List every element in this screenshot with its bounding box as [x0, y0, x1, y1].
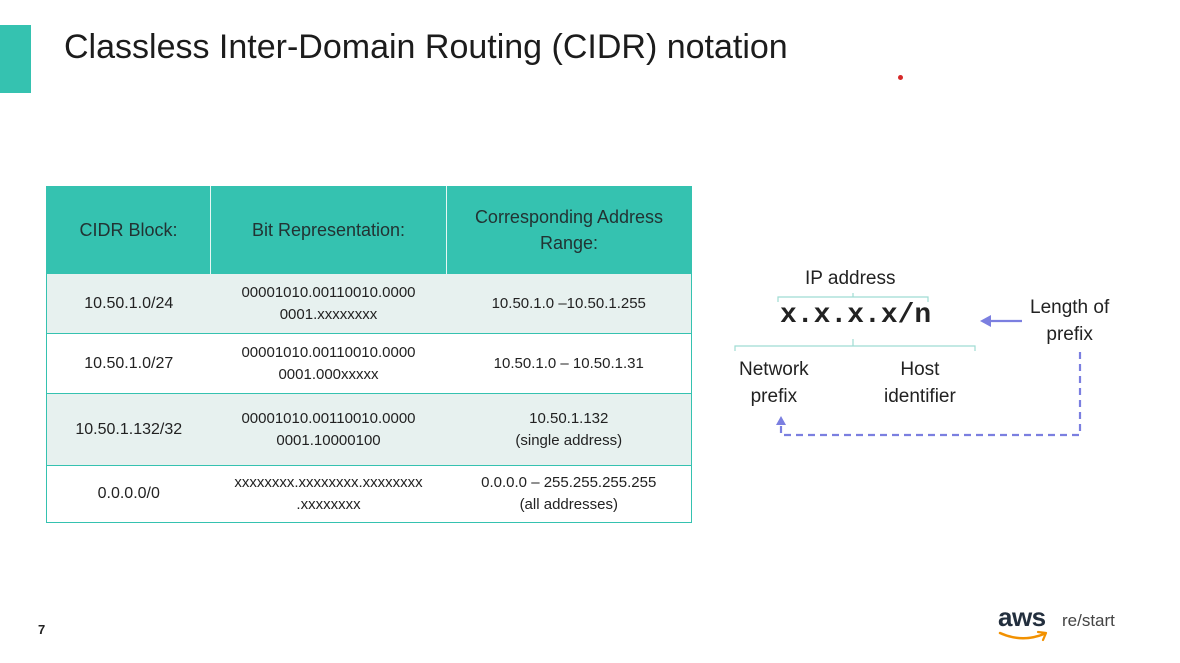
bit-representation-cell: 00001010.00110010.0000 0001.000xxxxx: [210, 333, 447, 394]
cidr-block-cell: 10.50.1.0/27: [46, 333, 211, 394]
length-arrow-head: [980, 315, 991, 327]
address-range-cell: 10.50.1.0 –10.50.1.255: [446, 273, 692, 334]
cidr-block-cell: 0.0.0.0/0: [46, 465, 211, 523]
range-line: 0.0.0.0 – 255.255.255.255: [481, 474, 657, 491]
range-line: 10.50.1.0 –10.50.1.255: [491, 294, 646, 312]
table-header-row: CIDR Block: Bit Representation: Correspo…: [46, 186, 692, 274]
aws-smile-icon: [998, 630, 1048, 642]
length-label-line: prefix: [1046, 324, 1093, 345]
bits-line: 0001.xxxxxxxx: [279, 305, 378, 323]
table-row: 10.50.1.0/24 00001010.00110010.0000 0001.…: [46, 273, 692, 334]
host-label-line: identifier: [884, 386, 956, 407]
diagram-lines: [734, 293, 1082, 437]
slide-title: Classless Inter-Domain Routing (CIDR) no…: [64, 28, 788, 66]
host-label-line: Host: [900, 359, 940, 380]
range-line: (single address): [515, 431, 623, 449]
table-row: 0.0.0.0/0 xxxxxxxx.xxxxxxxx.xxxxxxxx .xxx…: [46, 465, 692, 523]
bits-line: 00001010.00110010.0000: [241, 409, 416, 427]
laser-pointer-dot: [898, 75, 903, 80]
cidr-notation-text: x.x.x.x/n: [780, 300, 932, 331]
aws-wordmark: aws: [998, 602, 1046, 632]
cidr-block-cell: 10.50.1.132/32: [46, 393, 211, 466]
header-address-range: Corresponding Address Range:: [446, 186, 692, 274]
bit-representation-cell: xxxxxxxx.xxxxxxxx.xxxxxxxx .xxxxxxxx: [210, 465, 447, 523]
page-number: 7: [38, 622, 46, 637]
accent-bar: [0, 25, 31, 93]
network-prefix-label: Network prefix: [739, 356, 809, 410]
bit-representation-cell: 00001010.00110010.0000 0001.10000100: [210, 393, 447, 466]
header-bit-representation: Bit Representation:: [210, 186, 447, 274]
cidr-block-cell: 10.50.1.0/24: [46, 273, 211, 334]
prefix-arrow-head: [776, 416, 786, 425]
length-label-line: Length of: [1030, 297, 1110, 318]
bits-line: 00001010.00110010.0000: [241, 283, 416, 301]
network-host-brace: [734, 339, 976, 351]
range-line: 10.50.1.0 – 10.50.1.31: [493, 354, 644, 372]
table-row: 10.50.1.0/27 00001010.00110010.0000 0001.…: [46, 333, 692, 394]
header-cidr-block: CIDR Block:: [46, 186, 211, 274]
bits-line: 0001.10000100: [276, 431, 381, 449]
prefix-dashed-path: [779, 352, 1082, 437]
address-range-cell: 10.50.1.0 – 10.50.1.31: [446, 333, 692, 394]
restart-wordmark: re/start: [1062, 611, 1115, 630]
aws-restart-logo: aws re/start: [998, 602, 1138, 648]
network-label-line: Network: [739, 359, 809, 380]
range-line: 10.50.1.132: [529, 409, 609, 427]
length-of-prefix-label: Length of prefix: [1030, 294, 1109, 348]
bit-representation-cell: 00001010.00110010.0000 0001.xxxxxxxx: [210, 273, 447, 334]
bits-line: 0001.000xxxxx: [278, 365, 379, 383]
range-line: (all addresses): [519, 496, 618, 513]
ip-address-label: IP address: [805, 268, 896, 289]
cidr-notation-diagram: IP address x.x.x.x/n Length of prefix Ne…: [725, 255, 1145, 455]
network-label-line: prefix: [750, 386, 798, 407]
bits-line: 00001010.00110010.0000: [241, 343, 416, 361]
cidr-table: CIDR Block: Bit Representation: Correspo…: [46, 186, 692, 523]
bits-line: .xxxxxxxx: [296, 496, 361, 513]
address-range-cell: 0.0.0.0 – 255.255.255.255 (all addresses): [446, 465, 692, 523]
address-range-cell: 10.50.1.132 (single address): [446, 393, 692, 466]
host-identifier-label: Host identifier: [884, 356, 956, 410]
bits-line: xxxxxxxx.xxxxxxxx.xxxxxxxx: [234, 474, 423, 491]
